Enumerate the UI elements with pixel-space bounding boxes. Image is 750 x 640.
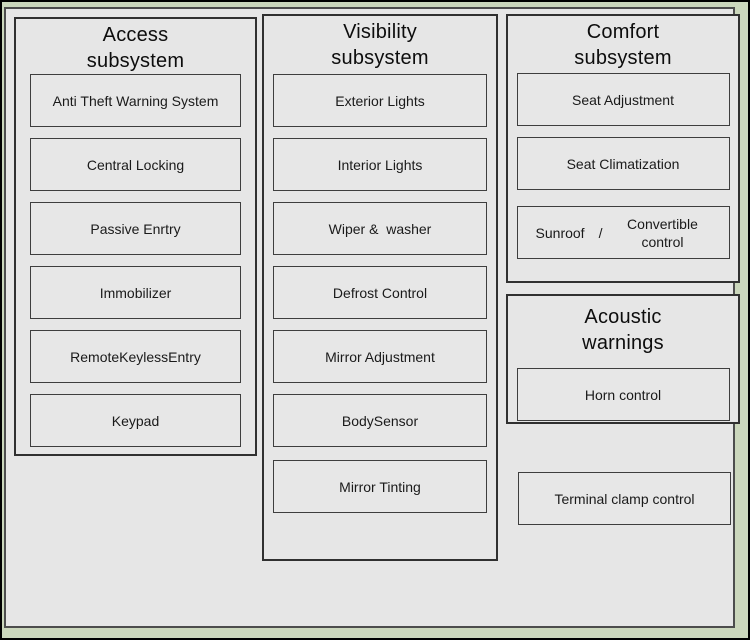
title-line: subsystem (574, 47, 672, 69)
comfort-items: Seat Adjustment Seat Climatization Sunro… (508, 73, 738, 259)
feature-box-seat-climatization: Seat Climatization (516, 137, 730, 190)
title-line: Visibility (343, 21, 417, 43)
visibility-subsystem-section: Visibility subsystem Exterior Lights Int… (262, 14, 498, 561)
feature-box-exterior-lights: Exterior Lights (273, 74, 487, 127)
comfort-subsystem-section: Comfort subsystem Seat Adjustment Seat C… (506, 14, 740, 283)
feature-box-anti-theft-warning-system: Anti Theft Warning System (30, 74, 241, 127)
feature-box-terminal-clamp-control: Terminal clamp control (518, 472, 731, 525)
visibility-subsystem-title: Visibility subsystem (264, 16, 496, 71)
feature-box-mirror-tinting: Mirror Tinting (273, 460, 487, 513)
access-subsystem-section: Access subsystem Anti Theft Warning Syst… (14, 17, 257, 456)
title-line: warnings (582, 332, 664, 354)
feature-box-interior-lights: Interior Lights (273, 138, 487, 191)
feature-box-horn-control: Horn control (516, 368, 730, 421)
title-line: subsystem (331, 47, 429, 69)
feature-box-remote-keyless-entry: RemoteKeylessEntry (30, 330, 241, 383)
title-line: Comfort (586, 21, 660, 43)
feature-box-seat-adjustment: Seat Adjustment (516, 73, 730, 126)
convertible-control-label: Convertible control (627, 215, 702, 250)
feature-box-passive-entry: Passive Enrtry (30, 202, 241, 255)
feature-box-defrost-control: Defrost Control (273, 266, 487, 319)
title-line: subsystem (86, 50, 185, 72)
access-subsystem-title: Access subsystem (16, 19, 255, 74)
acoustic-warnings-title: Acoustic warnings (508, 296, 738, 356)
title-line: Acoustic (584, 306, 662, 328)
acoustic-warnings-section: Acoustic warnings Horn control (506, 294, 740, 424)
feature-box-body-sensor: BodySensor (273, 394, 487, 447)
access-items: Anti Theft Warning System Central Lockin… (16, 74, 255, 447)
feature-box-keypad: Keypad (30, 394, 241, 447)
comfort-subsystem-title: Comfort subsystem (508, 16, 738, 71)
feature-box-wiper-washer: Wiper & washer (273, 202, 487, 255)
visibility-items: Exterior Lights Interior Lights Wiper & … (264, 74, 496, 513)
feature-box-sunroof-convertible-control: Sunroof / Convertible control (516, 206, 730, 259)
sunroof-label: Sunroof (535, 224, 585, 241)
slash-separator: / (598, 224, 603, 241)
feature-box-central-locking: Central Locking (30, 138, 241, 191)
acoustic-items: Horn control (508, 368, 738, 421)
feature-box-immobilizer: Immobilizer (30, 266, 241, 319)
feature-box-mirror-adjustment: Mirror Adjustment (273, 330, 487, 383)
title-line: Access (102, 24, 169, 46)
